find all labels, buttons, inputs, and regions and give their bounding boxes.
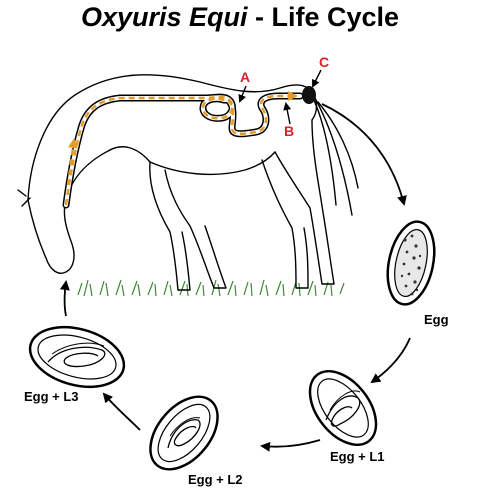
marker-a-group: A (238, 69, 250, 103)
migration-path (62, 91, 304, 209)
label-egg-l2: Egg + L2 (188, 472, 243, 487)
egg-stage-1 (386, 220, 436, 306)
horse-front-leg-2 (164, 169, 227, 289)
egg-stage-l1 (308, 369, 378, 447)
horse-ears (17, 189, 31, 207)
cycle-arrows (59, 103, 411, 452)
marker-b-group: B (283, 102, 294, 139)
marker-c-pointer (312, 69, 322, 88)
title-species: Oxyuris Equi (80, 2, 248, 32)
anus-spot (302, 86, 316, 104)
migration-up-arrow (66, 138, 78, 186)
marker-a-pointer (238, 85, 247, 103)
horse-hind-leg-2 (274, 119, 335, 285)
horse-back-line (27, 74, 313, 201)
marker-a: A (240, 69, 250, 85)
horse-neck-underside (109, 146, 151, 163)
horse-hind-leg-1 (261, 159, 309, 289)
arrow-l3-to-horse (59, 280, 70, 317)
label-egg-l3: Egg + L3 (24, 389, 79, 404)
label-egg: Egg (424, 312, 449, 327)
arrow-c-to-egg (321, 103, 407, 206)
marker-c-group: C (312, 54, 329, 88)
marker-b: B (284, 123, 294, 139)
horse-tail (311, 95, 359, 216)
arrow-l1-to-l2 (260, 439, 321, 452)
marker-b-pointer (283, 102, 292, 125)
arrow-l2-to-l3 (102, 392, 141, 431)
label-egg-l1: Egg + L1 (330, 449, 385, 464)
horse-illustration (17, 74, 359, 291)
egg-stage-l2 (149, 395, 219, 471)
title-rest: - Life Cycle (247, 2, 400, 32)
grass (77, 279, 345, 297)
egg-stage-l3 (28, 325, 126, 389)
horse-front-leg-1 (149, 161, 191, 291)
arrow-egg-to-l1 (370, 337, 411, 384)
horse-belly (149, 151, 276, 176)
diagram-title: Oxyuris Equi - Life Cycle (0, 2, 480, 33)
marker-c: C (319, 54, 329, 70)
migration-path-dashes (64, 91, 298, 206)
